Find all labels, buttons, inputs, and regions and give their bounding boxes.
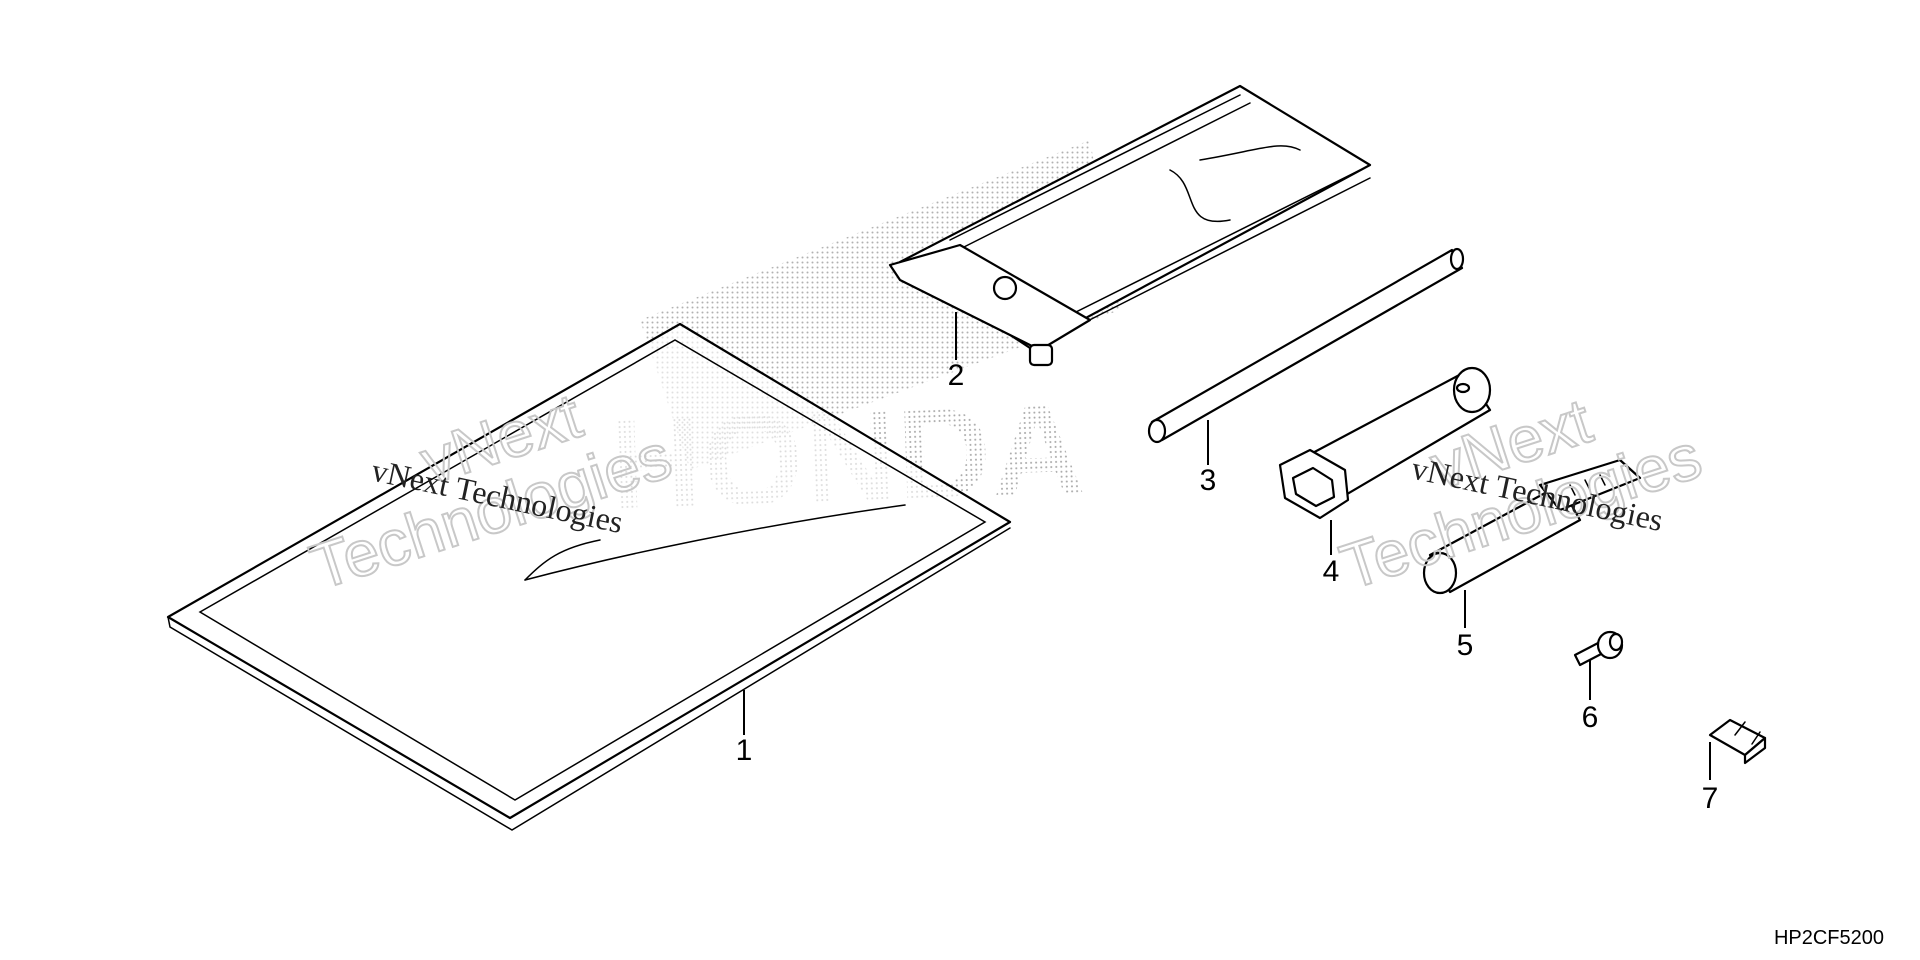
part-5-handle — [1422, 458, 1642, 595]
part-1-manual-bag — [166, 322, 1012, 831]
part-4-box-wrench — [1278, 366, 1492, 520]
callout-6: 6 — [1582, 701, 1599, 734]
callout-1: 1 — [736, 734, 753, 767]
diagram-code: HP2CF5200 — [1773, 927, 1884, 949]
callout-7: 7 — [1702, 782, 1719, 815]
part-2-tool-bag — [888, 84, 1372, 367]
callout-5: 5 — [1457, 629, 1474, 662]
part-7-fuse — [1708, 718, 1767, 765]
callout-2: 2 — [948, 359, 965, 392]
callout-4: 4 — [1323, 555, 1340, 588]
part-6-bolt — [1573, 630, 1624, 667]
part-3-rod — [1147, 247, 1465, 444]
callout-3: 3 — [1200, 464, 1217, 497]
